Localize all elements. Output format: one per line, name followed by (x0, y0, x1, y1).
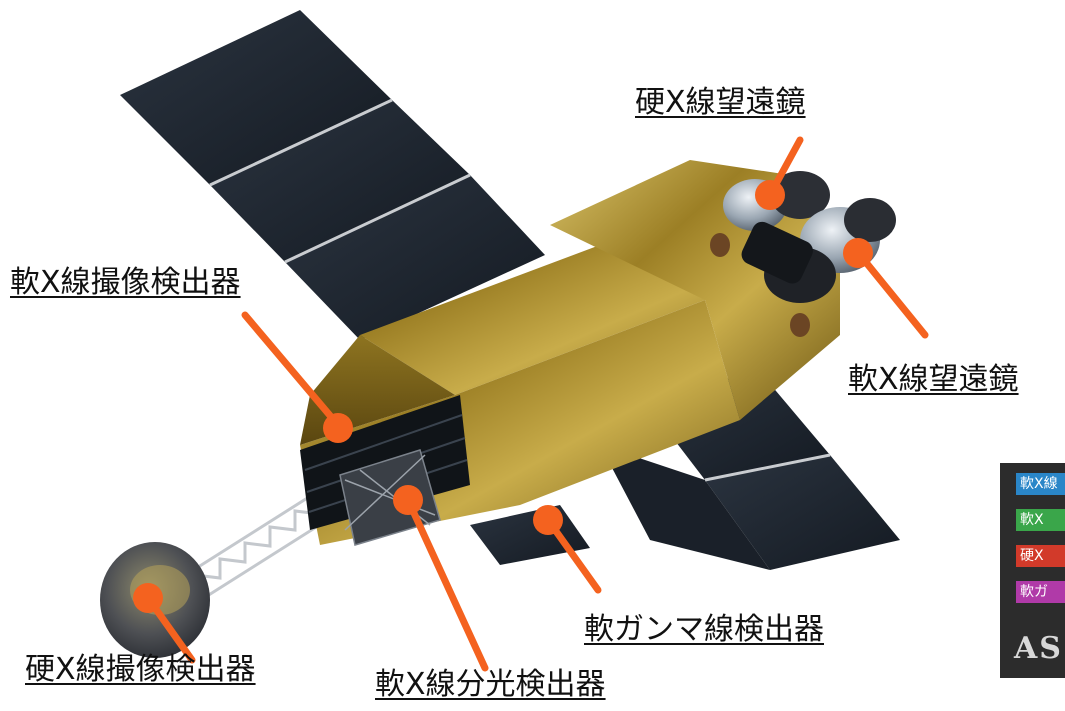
callout-dot-sxi (323, 413, 353, 443)
upper-solar-array (120, 10, 545, 340)
satellite-body (300, 160, 840, 546)
solar-panel (600, 445, 770, 570)
legend-logo: AS (1014, 631, 1063, 666)
callout-dot-hxt (755, 180, 785, 210)
callout-dot-hxi (133, 583, 163, 613)
label-hard-xray-imager: 硬X線撮像検出器 (25, 652, 256, 687)
legend-thumbnail: 軟X線 軟X 硬X 軟ガ AS (1000, 463, 1065, 678)
label-soft-gamma-detector: 軟ガンマ線検出器 (584, 612, 824, 647)
label-hard-xray-telescope: 硬X線望遠鏡 (635, 85, 806, 120)
panel-seam (704, 453, 831, 482)
legend-chip: 軟ガ (1016, 581, 1065, 603)
label-soft-xray-imager: 軟X線撮像検出器 (10, 265, 241, 300)
callout-dot-sxs (393, 485, 423, 515)
solar-panel (285, 175, 545, 340)
callout-line-sxi (241, 311, 342, 429)
callout-dots (133, 180, 873, 613)
callout-dot-sxt (843, 238, 873, 268)
legend-chip: 硬X (1016, 545, 1065, 567)
callout-line-sxs (404, 496, 489, 672)
mirror-cap (790, 313, 810, 337)
label-soft-xray-spectrometer: 軟X線分光検出器 (375, 667, 606, 702)
solar-panel (210, 100, 470, 262)
solar-panel (705, 455, 900, 570)
mirror-module (844, 198, 896, 242)
mirror-module (770, 171, 830, 219)
label-soft-xray-telescope: 軟X線望遠鏡 (848, 362, 1019, 397)
legend-chip: 軟X線 (1016, 473, 1065, 495)
solar-panel (120, 10, 392, 185)
panel-seam (209, 98, 393, 187)
legend-chip: 軟X (1016, 509, 1065, 531)
mirror-sunshade (741, 221, 813, 284)
mirror-cap (710, 233, 730, 257)
callout-line-sxt (856, 251, 929, 339)
panel-seam (284, 173, 471, 264)
callout-dot-sgd (533, 505, 563, 535)
